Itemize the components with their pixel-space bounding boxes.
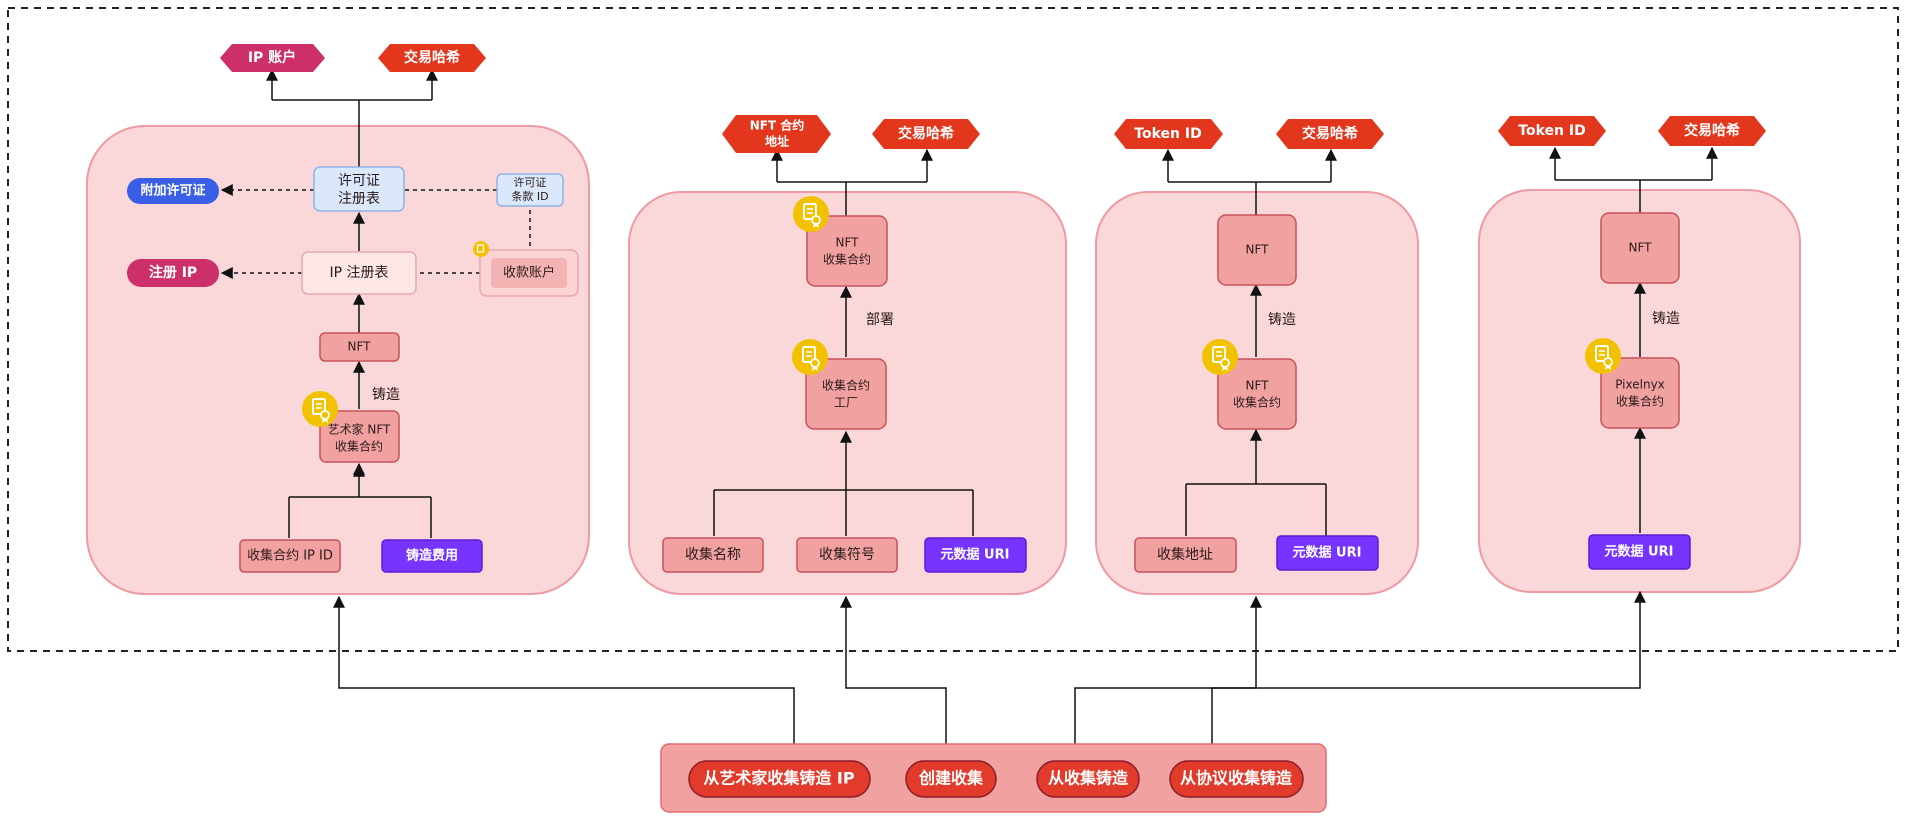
panel-4-connectors: [1549, 146, 1718, 533]
nft-collection-box[interactable]: [1217, 358, 1297, 430]
license-registry-box[interactable]: [313, 166, 405, 212]
nft-collection-line2: 收集合约: [1233, 395, 1281, 410]
mint-from-collection-label: 从收集铸造: [1048, 769, 1129, 788]
nft-box[interactable]: [1217, 214, 1297, 286]
license-registry-label-line2: 注册表: [338, 191, 380, 207]
output-ip-account: [220, 44, 325, 72]
artist-collection-label-line1: 艺术家 NFT: [328, 422, 391, 437]
token-id-label: Token ID: [1134, 126, 1201, 142]
register-ip-pill[interactable]: [127, 259, 219, 287]
mint-from-collection-button[interactable]: [1036, 760, 1140, 798]
mint-edge-label: 铸造: [372, 387, 400, 403]
collection-symbol-label: 收集符号: [819, 546, 875, 563]
certificate-badge-icon: [1201, 338, 1239, 376]
pixelnyx-collection-box[interactable]: [1600, 357, 1680, 429]
attach-license-label: 附加许可证: [140, 183, 205, 199]
tx-hash-label: 交易哈希: [1684, 122, 1740, 139]
collection-ip-id-label: 收集合约 IP ID: [247, 548, 333, 564]
panel-2-connectors: [713, 148, 974, 536]
nft-contract-address-line1: NFT 合约: [750, 118, 805, 133]
nft-box[interactable]: [319, 332, 400, 362]
output-nft-contract-address: [722, 115, 831, 153]
certificate-badge-icon: [301, 390, 339, 428]
mint-fee-box[interactable]: [381, 539, 483, 573]
create-collection-label: 创建收集: [918, 769, 984, 788]
mint-edge-label: 铸造: [1652, 311, 1680, 327]
nft-collection-line2: 收集合约: [823, 252, 871, 267]
license-terms-label-line2: 条款 ID: [511, 189, 548, 203]
create-collection-button[interactable]: [905, 760, 997, 798]
metadata-uri-label: 元数据 URI: [941, 547, 1010, 563]
panel-artist-ip: IP 账户 交易哈希 许可证 注册表 许可证 条款 ID 附加许可证 IP 注册…: [86, 44, 590, 595]
register-ip-label: 注册 IP: [149, 264, 197, 281]
collection-name-label: 收集名称: [685, 546, 741, 563]
deploy-edge-label: 部署: [866, 312, 894, 328]
metadata-uri-box[interactable]: [1588, 534, 1691, 570]
token-id-label: Token ID: [1518, 123, 1585, 139]
panel-mint-from-collection: Token ID 交易哈希 NFT 铸造 NFT 收集合约 收集地址 元数据 U…: [1095, 119, 1419, 595]
panel-1-connectors: [220, 68, 531, 538]
attach-license-pill[interactable]: [127, 178, 219, 204]
payee-account-icon: [473, 241, 489, 257]
output-ip-account-label: IP 账户: [248, 49, 296, 66]
output-tx-hash: [1658, 116, 1766, 146]
output-token-id: [1114, 119, 1223, 149]
action-connectors: [333, 590, 1646, 763]
nft-box[interactable]: [1600, 212, 1680, 284]
mint-fee-label: 铸造费用: [406, 548, 458, 564]
pixelnyx-collection-line1: Pixelnyx: [1615, 378, 1665, 392]
nft-collection-line1: NFT: [1246, 379, 1270, 393]
panel-mint-from-protocol: Token ID 交易哈希 NFT 铸造 Pixelnyx 收集合约 元数据 U…: [1478, 116, 1801, 593]
mint-from-protocol-label: 从协议收集铸造: [1180, 769, 1293, 788]
ip-registry-label: IP 注册表: [329, 265, 388, 281]
nft-label: NFT: [348, 340, 372, 354]
license-registry-label-line1: 许可证: [338, 173, 380, 189]
nft-contract-address-line2: 地址: [765, 134, 789, 149]
pixelnyx-collection-line2: 收集合约: [1616, 394, 1664, 409]
metadata-uri-box[interactable]: [924, 537, 1027, 573]
output-tx-hash-label: 交易哈希: [404, 49, 460, 66]
ip-registry-box[interactable]: [301, 251, 417, 295]
certificate-badge-icon: [1584, 337, 1622, 375]
panel-create-collection: NFT 合约 地址 交易哈希 NFT 收集合约 部署 收集合约 工厂 收集名称 …: [628, 115, 1067, 595]
payee-account-box[interactable]: [491, 258, 567, 288]
panel-3-connectors: [1162, 148, 1337, 536]
collection-ip-id-box[interactable]: [239, 539, 341, 573]
mint-ip-from-artist-label: 从艺术家收集铸造 IP: [703, 769, 855, 788]
nft-label: NFT: [1629, 241, 1653, 255]
artist-collection-label-line2: 收集合约: [335, 439, 383, 454]
nft-collection-line1: NFT: [836, 236, 860, 250]
mint-edge-label: 铸造: [1268, 312, 1296, 328]
collection-name-box[interactable]: [662, 537, 764, 573]
tx-hash-label: 交易哈希: [898, 125, 954, 142]
collection-factory-box[interactable]: [805, 358, 887, 430]
mint-from-protocol-button[interactable]: [1169, 760, 1304, 798]
mint-ip-from-artist-button[interactable]: [688, 760, 871, 798]
metadata-uri-label: 元数据 URI: [1605, 544, 1674, 560]
collection-address-box[interactable]: [1134, 537, 1237, 573]
output-token-id: [1498, 116, 1606, 146]
metadata-uri-label: 元数据 URI: [1293, 545, 1362, 561]
collection-factory-line2: 工厂: [834, 396, 858, 410]
output-tx-hash: [872, 119, 980, 149]
output-tx-hash: [1276, 119, 1384, 149]
certificate-badge-icon: [791, 338, 829, 376]
outer-boundary: [7, 7, 1899, 652]
nft-label: NFT: [1246, 243, 1270, 257]
tx-hash-label: 交易哈希: [1302, 125, 1358, 142]
artist-nft-collection-box[interactable]: [319, 410, 400, 463]
collection-symbol-box[interactable]: [796, 537, 898, 573]
nft-collection-box[interactable]: [806, 215, 888, 287]
certificate-badge-icon: [792, 195, 830, 233]
license-terms-label-line1: 许可证: [514, 176, 547, 189]
payee-account-label: 收款账户: [503, 265, 555, 281]
collection-address-label: 收集地址: [1157, 546, 1213, 563]
output-tx-hash: [378, 44, 486, 72]
collection-factory-line1: 收集合约: [822, 378, 870, 393]
license-terms-box[interactable]: [496, 173, 564, 207]
metadata-uri-box[interactable]: [1276, 535, 1379, 571]
